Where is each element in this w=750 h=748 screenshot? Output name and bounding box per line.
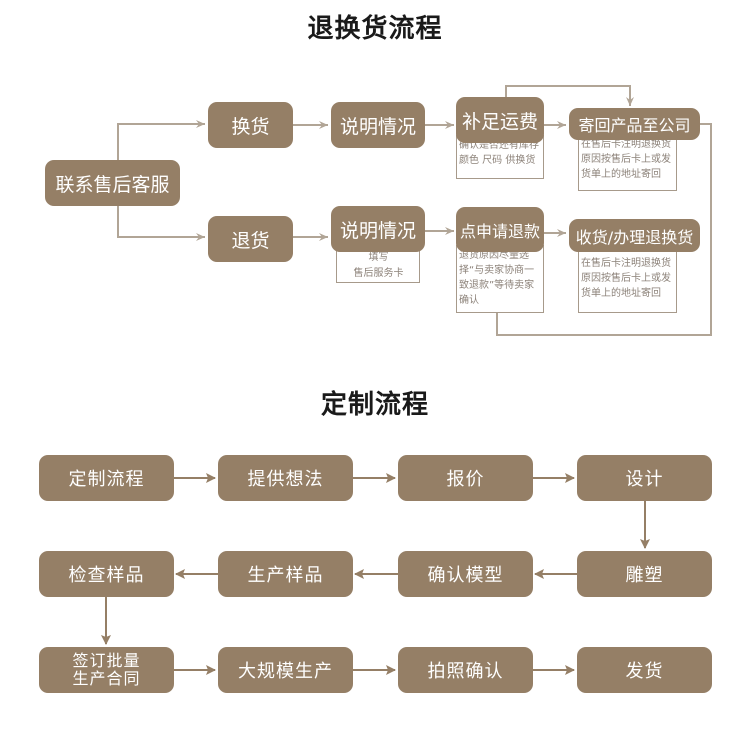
step-receive-process: 收货/办理退换货 <box>569 219 700 252</box>
step-contact-service: 联系售后客服 <box>45 160 180 206</box>
custom-step-5: 雕塑 <box>577 551 712 597</box>
connector-start-exchange <box>117 120 205 160</box>
custom-step-2: 提供想法 <box>218 455 353 501</box>
custom-step-7: 生产样品 <box>218 551 353 597</box>
step-exchange: 换货 <box>208 102 293 148</box>
custom-step-3: 报价 <box>398 455 533 501</box>
step-refund: 退货 <box>208 216 293 262</box>
note-receive: 在售后卡注明退换货原因按售后卡上或发货单上的地址寄回 <box>578 245 677 313</box>
step-exchange-explain: 说明情况 <box>331 102 425 148</box>
connector-top-loop <box>505 85 634 106</box>
custom-flow-title: 定制流程 <box>320 390 429 420</box>
step-send-back: 寄回产品至公司 <box>569 108 700 140</box>
custom-step-1: 定制流程 <box>39 455 174 501</box>
custom-step-4: 设计 <box>577 455 712 501</box>
step-pay-shipping: 补足运费 <box>456 97 544 143</box>
return-flow-title: 退换货流程 <box>307 14 443 44</box>
connector-start-refund <box>117 206 205 241</box>
note-explain-line1: 填写 <box>368 252 389 263</box>
note-apply-refund: 退货原因尽量选择“与卖家协商一致退款”等待卖家确认 <box>456 245 544 313</box>
custom-step-12: 发货 <box>577 647 712 693</box>
custom-step-9: 签订批量生产合同 <box>39 647 174 693</box>
step-apply-refund: 点申请退款 <box>456 207 544 252</box>
custom-step-6: 确认模型 <box>398 551 533 597</box>
custom-step-8: 检查样品 <box>39 551 174 597</box>
custom-step-11: 拍照确认 <box>398 647 533 693</box>
note-send-back: 在售后卡注明退换货原因按售后卡上或发货单上的地址寄回 <box>578 134 677 191</box>
note-explain-line2: 售后服务卡 <box>353 268 404 279</box>
custom-step-9-label: 签订批量生产合同 <box>72 651 141 688</box>
step-refund-explain: 说明情况 <box>331 206 425 252</box>
connector-right-loop <box>496 123 712 336</box>
custom-step-10: 大规模生产 <box>218 647 353 693</box>
